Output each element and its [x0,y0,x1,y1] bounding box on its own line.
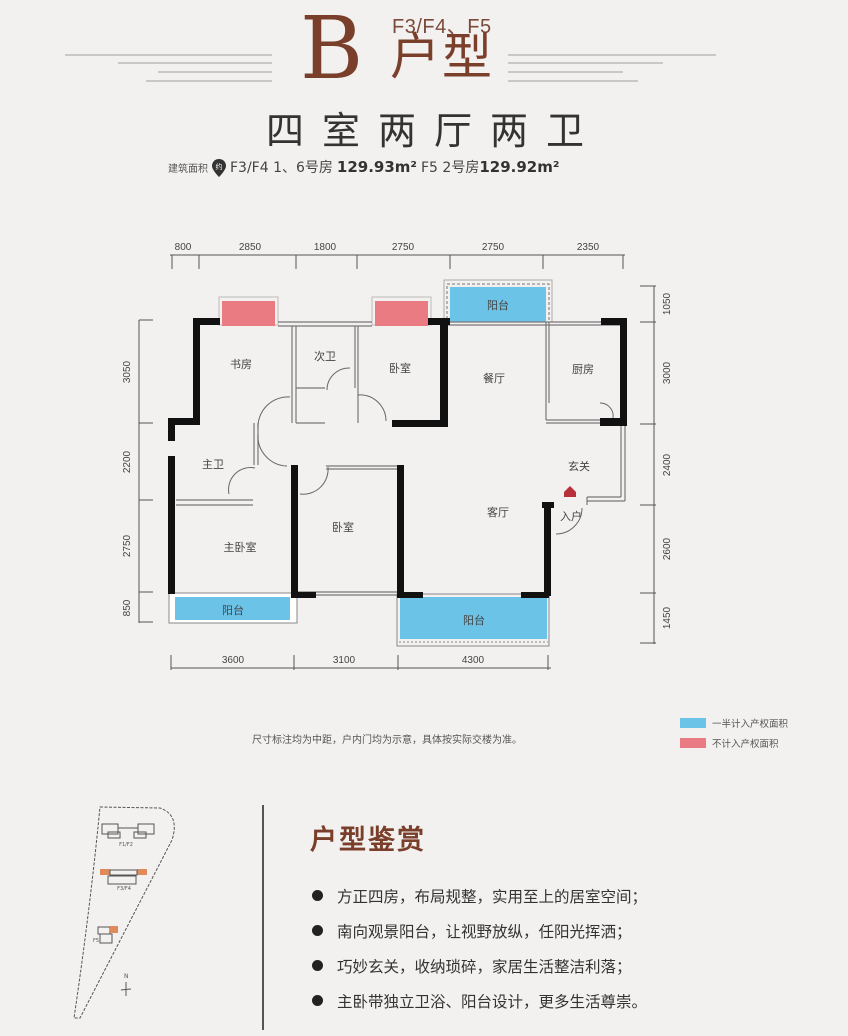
dim-top-6: 2350 [577,242,600,253]
dim-bottom-3: 4300 [462,655,485,666]
room-balcony-living: 阳台 [463,613,485,627]
feature-item: 方正四房，布局规整，实用至上的居室空间； [312,878,647,913]
feature-text: 主卧带独立卫浴、阳台设计，更多生活尊崇。 [337,992,648,1011]
features-title: 户型鉴赏 [310,825,426,856]
room-study: 书房 [230,358,252,371]
site-building-f3f4 [100,869,147,885]
dim-top-4: 2750 [392,242,415,253]
dim-right-1: 1050 [662,292,673,315]
unit-type-letter: B [300,0,364,99]
svg-text:N: N [124,973,129,980]
feature-text: 巧妙玄关，收纳琐碎，家居生活整洁利落； [337,957,632,976]
bullet-icon [312,925,323,936]
bottom-dimension-line [170,655,551,670]
dim-right-5: 1450 [662,606,673,629]
balcony-master [168,592,298,624]
feature-item: 主卧带独立卫浴、阳台设计，更多生活尊崇。 [312,983,647,1018]
room-balcony-north: 阳台 [487,298,509,312]
room-master-bedroom: 主卧室 [224,540,257,554]
area-value1: 129.93m² [336,158,417,176]
feature-item: 南向观景阳台，让视野放纵，任阳光挥洒； [312,913,647,948]
dim-top-2: 2850 [239,242,262,253]
dim-bottom-1: 3600 [222,655,245,666]
feature-text: 南向观景阳台，让视野放纵，任阳光挥洒； [337,922,632,941]
svg-text:约: 约 [216,162,223,171]
dim-right-2: 3000 [662,361,673,384]
room-second-bath: 次卫 [314,349,336,363]
room-bedroom-north: 卧室 [389,361,411,375]
room-dining: 餐厅 [483,371,505,385]
entry-arrow-icon [564,486,576,497]
dim-top-3: 1800 [314,242,337,253]
thin-partitions [176,321,626,596]
dim-top-5: 2750 [482,242,505,253]
dim-left-4: 850 [122,599,133,616]
site-location-map: F1/F2 F3/F4 F5 N [73,806,175,1019]
svg-text:F5: F5 [93,938,99,944]
room-entry: 入户 [560,509,582,523]
top-dimension-line [170,254,625,269]
area-part2: F5 2号房 [421,160,480,176]
room-master-bath: 主卫 [202,458,224,471]
disclaimer-note: 尺寸标注均为中距，户内门均为示意，具体按实际交楼为准。 [252,735,522,746]
features-list: 方正四房，布局规整，实用至上的居室空间； 南向观景阳台，让视野放纵，任阳光挥洒；… [312,878,647,1018]
area-label: 建筑面积 [168,163,208,175]
feature-text: 方正四房，布局规整，实用至上的居室空间； [337,887,648,906]
bullet-icon [312,960,323,971]
bullet-icon [312,995,323,1006]
dim-bottom-2: 3100 [333,655,356,666]
unit-floors: F3/F4、F5 [392,16,492,38]
room-bedroom-south: 卧室 [332,520,354,534]
area-value2: 129.92m² [479,158,560,176]
exterior-walls [168,318,627,598]
dim-top-1: 800 [175,242,192,253]
legend-swatch-blue [680,718,706,728]
svg-text:F1/F2: F1/F2 [119,842,133,848]
dim-left-1: 3050 [122,360,133,383]
layout-summary: 四室两厅两卫 [265,109,602,153]
north-arrow-icon [120,982,132,996]
left-dimension-line [138,319,153,623]
section-divider [262,805,264,1030]
door-swings [228,367,614,535]
bullet-icon [312,890,323,901]
legend-item-half-counted: 一半计入产权面积 [680,713,788,733]
excluded-area-bays [218,296,432,326]
title-decorative-lines [65,54,716,82]
area-info: 建筑面积 约 F3/F4 1、6号房 129.93m² F5 2号房 129.9… [168,157,559,177]
legend: 一半计入产权面积 不计入产权面积 [680,713,788,753]
floor-plan: 800 2850 1800 2750 2750 2350 3050 2200 2… [122,242,673,670]
approx-pin-icon: 约 [212,159,226,177]
room-kitchen: 厨房 [572,363,594,376]
site-building-f5 [97,926,118,944]
legend-item-not-counted: 不计入产权面积 [680,733,788,753]
balcony-living [396,593,550,647]
dim-left-2: 2200 [122,450,133,473]
legend-swatch-pink [680,738,706,748]
dim-right-4: 2600 [662,537,673,560]
site-building-f1f2 [101,823,155,839]
right-dimension-line [640,285,656,644]
area-part1: F3/F4 1、6号房 [230,160,333,176]
room-living: 客厅 [487,505,509,519]
dim-right-3: 2400 [662,453,673,476]
feature-item: 巧妙玄关，收纳琐碎，家居生活整洁利落； [312,948,647,983]
svg-text:F3/F4: F3/F4 [117,886,131,892]
room-balcony-master: 阳台 [222,603,244,617]
legend-label: 不计入产权面积 [712,739,779,750]
unit-type-suffix: 户型 [390,28,494,86]
dim-left-3: 2750 [122,534,133,557]
room-foyer: 玄关 [568,459,590,473]
legend-label: 一半计入产权面积 [712,719,789,730]
